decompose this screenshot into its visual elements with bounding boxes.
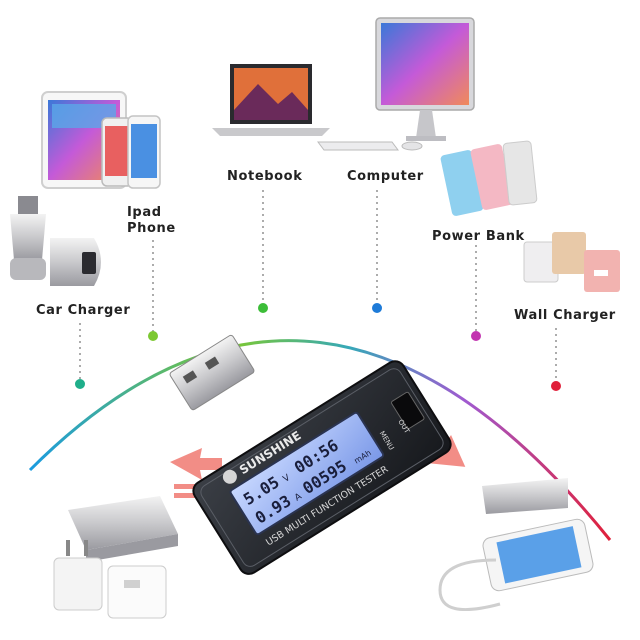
dot-power-bank xyxy=(471,331,481,341)
dot-car-charger xyxy=(75,379,85,389)
car-charger-image xyxy=(10,196,101,286)
label-power-bank: Power Bank xyxy=(432,229,525,244)
notebook-image xyxy=(212,64,330,136)
label-car-charger: Car Charger xyxy=(36,303,131,318)
voltage-unit: V xyxy=(282,473,293,485)
label-phone: Phone xyxy=(127,221,176,236)
computer-image xyxy=(317,17,475,151)
current-unit: A xyxy=(293,491,304,503)
power-bank-image xyxy=(440,140,538,216)
label-computer: Computer xyxy=(347,169,424,184)
lcd-screen xyxy=(229,411,385,536)
wall-cube-image xyxy=(53,540,167,619)
label-wall-charger: Wall Charger xyxy=(514,308,616,323)
label-notebook: Notebook xyxy=(227,169,303,184)
connection-arc xyxy=(28,339,612,541)
brand-logo-icon xyxy=(222,469,237,484)
dot-ipad xyxy=(148,331,158,341)
dot-notebook xyxy=(258,303,268,313)
wall-charger-image xyxy=(523,232,620,292)
power-bank-bottom-image xyxy=(68,496,178,562)
usb-tester-body xyxy=(192,360,452,575)
phone-image xyxy=(101,115,161,189)
usb-plug xyxy=(169,334,255,411)
dot-wall-charger xyxy=(551,381,561,391)
power-bank-right-image xyxy=(482,478,568,514)
label-ipad: Ipad xyxy=(127,205,162,220)
smartphone-image xyxy=(438,518,594,611)
dot-computer xyxy=(372,303,382,313)
